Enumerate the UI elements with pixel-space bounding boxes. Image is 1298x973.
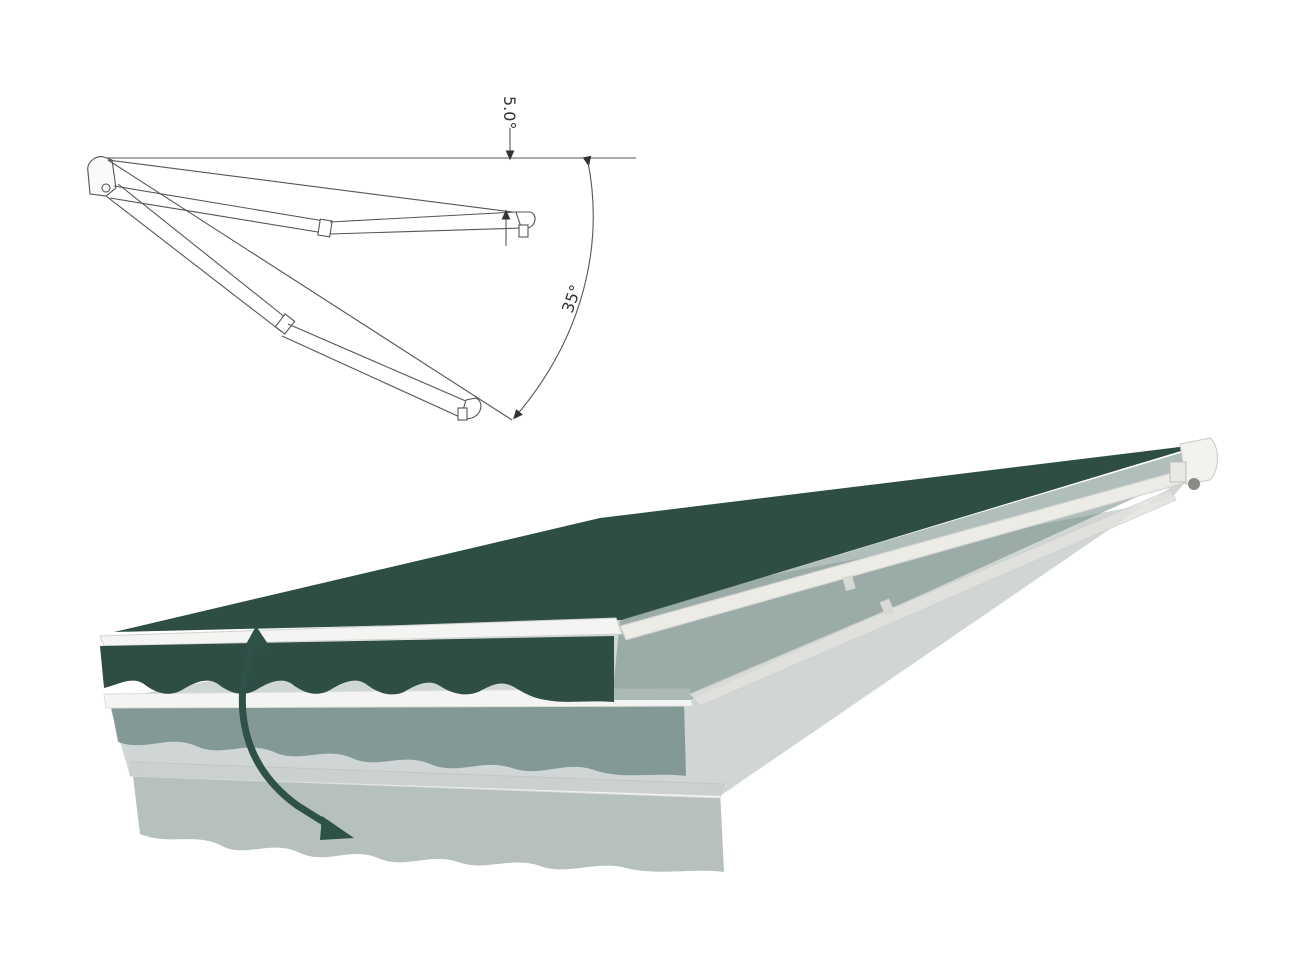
angle-diagram xyxy=(87,128,636,421)
upper-arm-joint xyxy=(317,218,333,238)
cassette-bracket xyxy=(1188,478,1200,490)
cassette-pivot xyxy=(101,183,111,193)
cassette-outline xyxy=(87,156,117,197)
front-valance xyxy=(100,636,614,702)
awning-3d xyxy=(99,437,1218,872)
lower-arm-joint xyxy=(274,313,296,335)
angle-large-arc xyxy=(513,155,594,420)
upper-position-line xyxy=(107,159,513,213)
curved-arrow-icon xyxy=(238,630,332,829)
canopy-top xyxy=(114,444,1204,632)
folding-arm-lower xyxy=(689,489,1177,707)
angle-small-label: 5.0° xyxy=(500,96,519,129)
front-profile-bar xyxy=(99,617,623,647)
ghost-valance-mid xyxy=(110,700,686,776)
wall-cassette xyxy=(1179,437,1218,485)
angle-large-label: 35° xyxy=(558,282,586,315)
lower-position-line xyxy=(107,159,513,421)
